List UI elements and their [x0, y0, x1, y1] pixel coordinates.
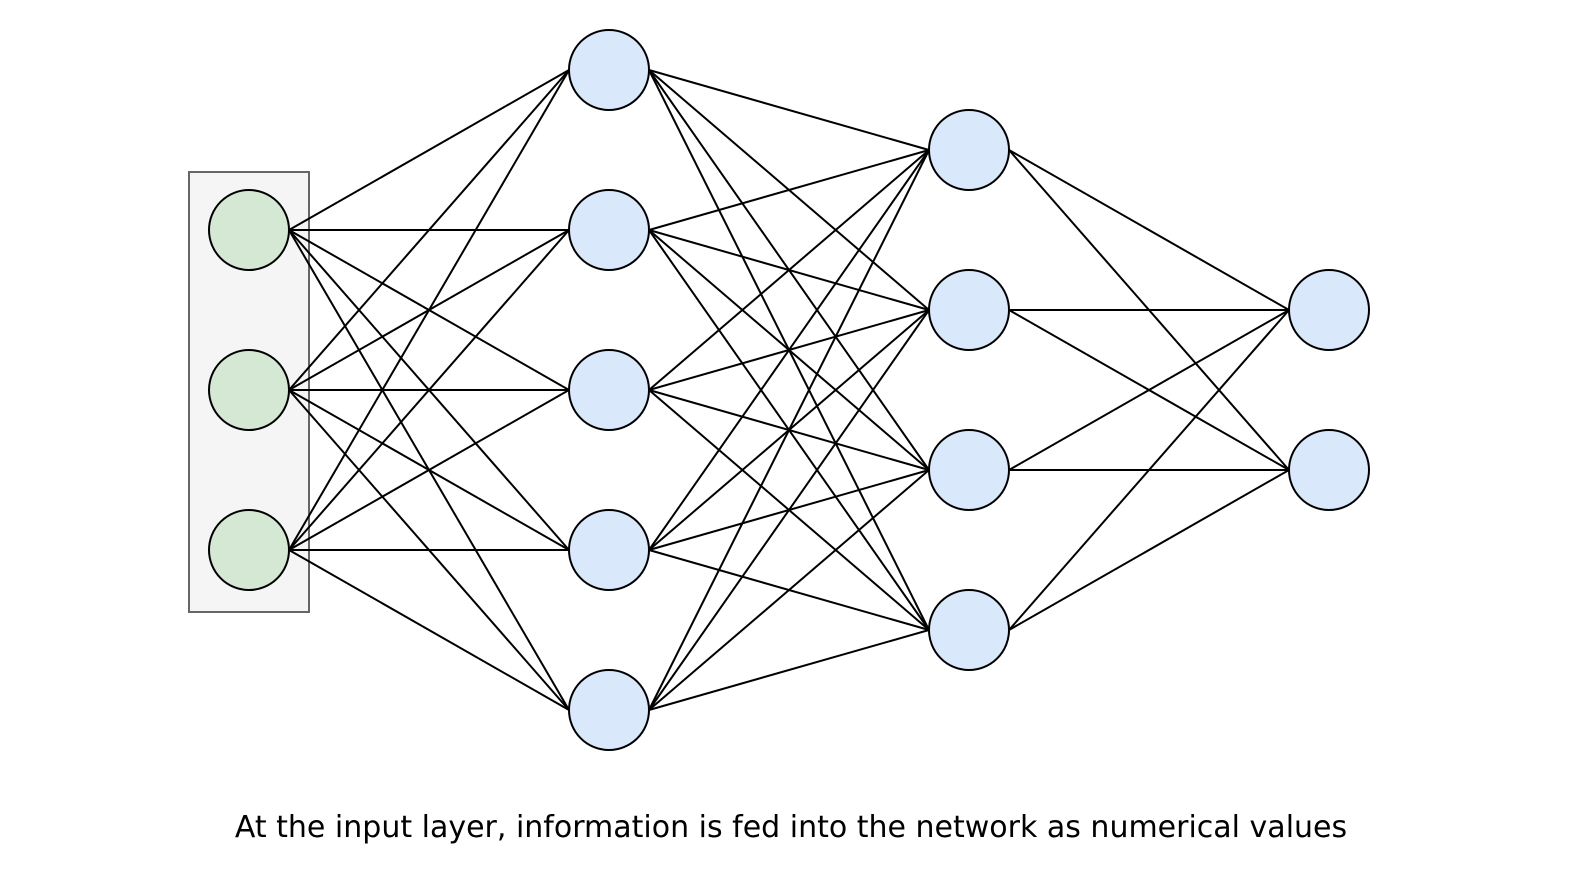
connection-hidden-2-1-to-output-1 — [1008, 149, 1290, 311]
connection-hidden-1-4-to-hidden-2-1 — [648, 149, 930, 551]
caption: At the input layer, information is fed i… — [234, 810, 1348, 845]
input-node-3 — [208, 509, 290, 591]
connection-input-3-to-hidden-1-5 — [288, 549, 570, 711]
connection-hidden-1-5-to-hidden-2-4 — [648, 629, 930, 711]
hidden-2-node-2 — [928, 269, 1010, 351]
connection-hidden-1-5-to-hidden-2-1 — [648, 149, 930, 711]
input-node-2 — [208, 349, 290, 431]
hidden-2-node-1 — [928, 109, 1010, 191]
connection-hidden-1-5-to-hidden-2-2 — [648, 309, 930, 711]
output-node-1 — [1288, 269, 1370, 351]
neural-network-diagram — [188, 29, 1370, 751]
connection-hidden-1-3-to-hidden-2-1 — [648, 149, 930, 391]
hidden-1-node-4 — [568, 509, 650, 591]
connection-hidden-1-5-to-hidden-2-3 — [648, 469, 930, 711]
nodes — [208, 29, 1370, 751]
connection-hidden-2-4-to-output-2 — [1008, 469, 1290, 631]
hidden-2-node-3 — [928, 429, 1010, 511]
hidden-1-node-1 — [568, 29, 650, 111]
output-node-2 — [1288, 429, 1370, 511]
connection-input-3-to-hidden-1-1 — [288, 69, 570, 551]
connection-hidden-1-1-to-hidden-2-1 — [648, 69, 930, 151]
connection-input-3-to-hidden-1-3 — [288, 389, 570, 551]
hidden-1-node-5 — [568, 669, 650, 751]
connection-input-3-to-hidden-1-2 — [288, 229, 570, 551]
connection-hidden-1-2-to-hidden-2-1 — [648, 149, 930, 231]
connection-hidden-2-4-to-output-1 — [1008, 309, 1290, 631]
hidden-2-node-4 — [928, 589, 1010, 671]
input-node-1 — [208, 189, 290, 271]
connections — [288, 69, 1290, 711]
connection-hidden-2-3-to-output-1 — [1008, 309, 1290, 471]
connection-input-2-to-hidden-1-1 — [288, 69, 570, 391]
hidden-1-node-3 — [568, 349, 650, 431]
connection-input-1-to-hidden-1-1 — [288, 69, 570, 231]
hidden-1-node-2 — [568, 189, 650, 271]
